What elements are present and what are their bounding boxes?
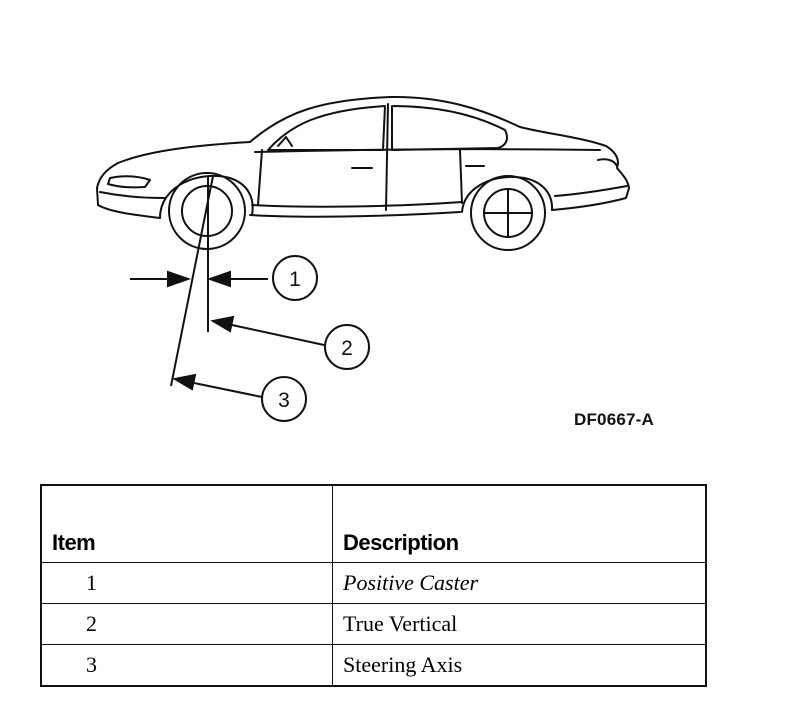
description-header: Description	[332, 484, 707, 563]
table-row: 3 Steering Axis	[40, 644, 707, 687]
item-header: Item	[40, 484, 333, 563]
figure-id: DF0667-A	[574, 410, 655, 429]
item-number: 2	[40, 603, 333, 645]
legend-header-row: Item Description	[40, 484, 707, 563]
item-number: 3	[40, 644, 333, 687]
table-row: 1 Positive Caster	[40, 562, 707, 604]
callout-1: 1	[272, 255, 318, 301]
callout-arrows	[130, 270, 325, 398]
legend-table: Item Description 1 Positive Caster 2 Tru…	[40, 484, 707, 687]
steering-axis-line	[170, 175, 214, 387]
callout-2-label: 2	[341, 337, 353, 360]
sedan-illustration	[96, 95, 630, 251]
callout-1-label: 1	[289, 268, 301, 291]
caster-diagram: 1 2 3	[96, 95, 630, 422]
alignment-lines	[170, 175, 214, 387]
item-description: True Vertical	[332, 603, 707, 645]
item-description: Steering Axis	[332, 644, 707, 687]
callout-2: 2	[324, 324, 370, 370]
item-number: 1	[40, 562, 333, 604]
callout-3: 3	[261, 376, 307, 422]
table-row: 2 True Vertical	[40, 603, 707, 645]
item-description: Positive Caster	[332, 562, 707, 604]
callout-3-label: 3	[278, 389, 290, 412]
